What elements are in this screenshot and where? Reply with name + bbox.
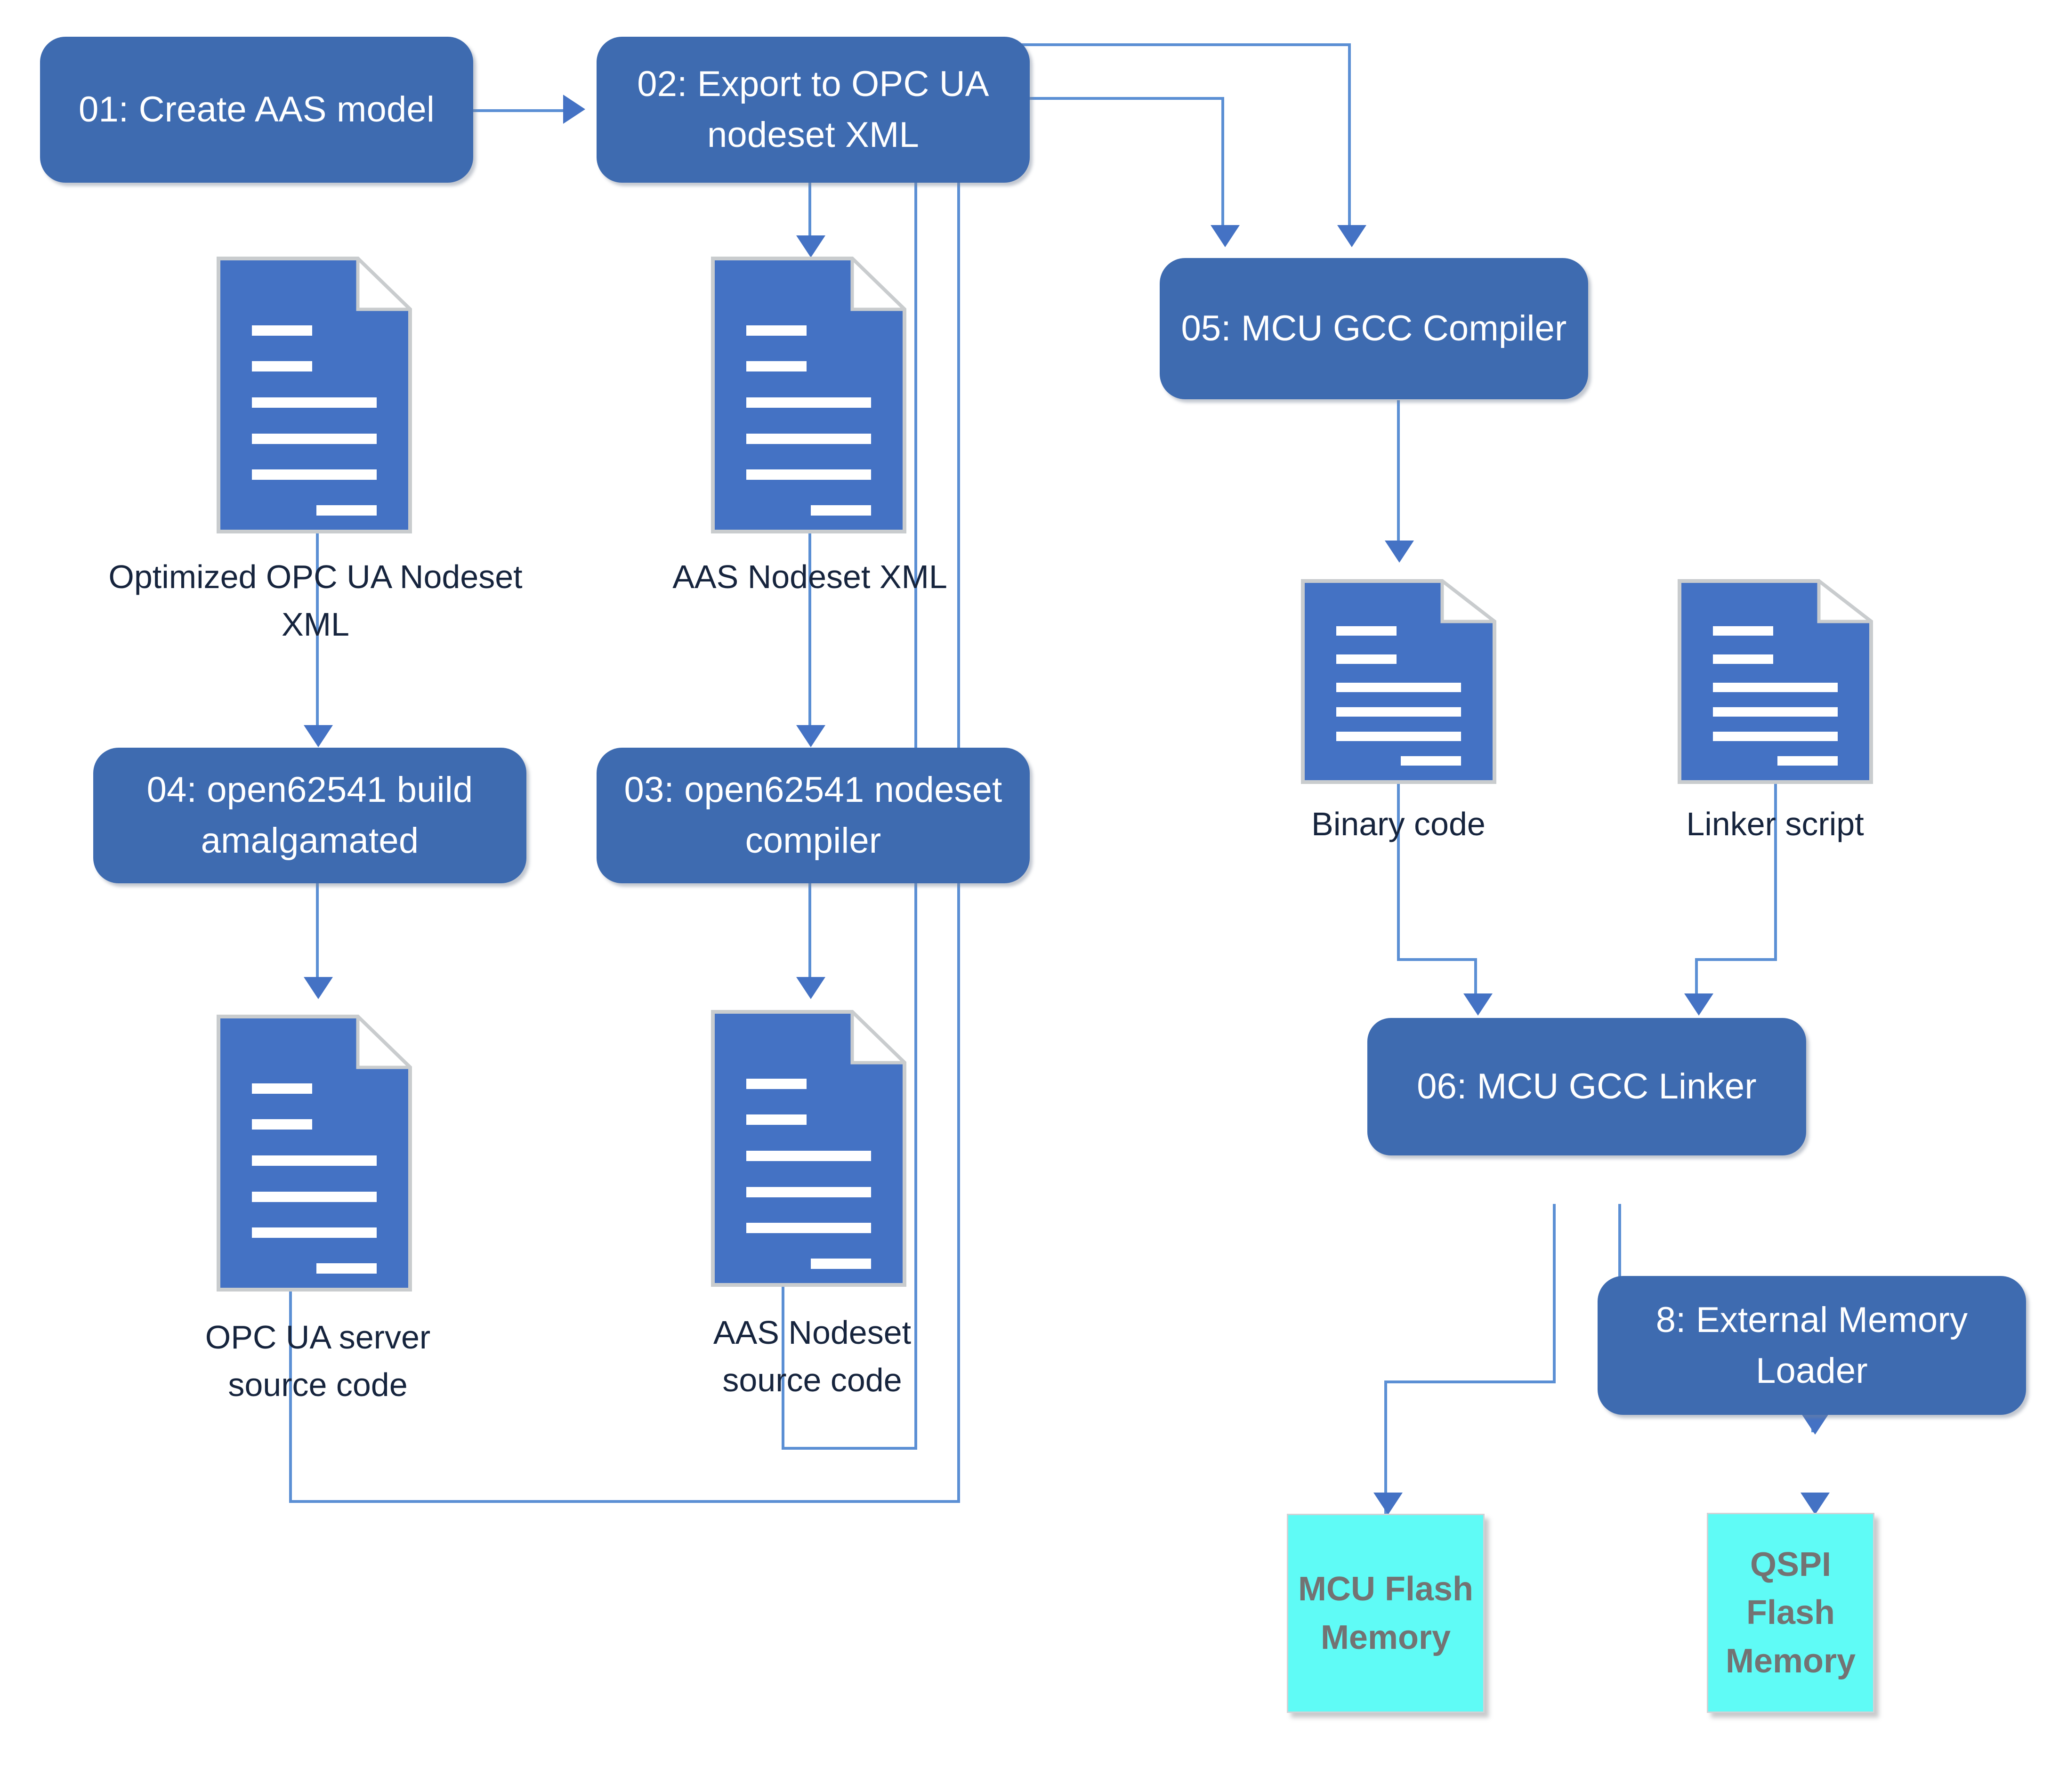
edge-n08-m2-arrowhead	[1801, 1493, 1830, 1515]
document-icon-binary-code	[1301, 579, 1496, 784]
edge-n03-d4-arrowhead	[796, 977, 825, 999]
process-node-03[interactable]: 03: open62541 nodeset compiler	[597, 748, 1030, 883]
document-label-optimized-opcua-nodeset-xml: Optimized OPC UA Nodeset XML	[108, 558, 523, 643]
edge-n04-d3-line	[316, 882, 319, 994]
process-node-05[interactable]: 05: MCU GCC Compiler	[1160, 258, 1588, 399]
process-node-04[interactable]: 04: open62541 build amalgamated	[93, 748, 526, 883]
edge-d4-n05-seg5	[1221, 97, 1224, 236]
edge-d5-n06-seg2	[1397, 958, 1477, 961]
edge-d3-n05-seg2	[289, 1500, 960, 1503]
edge-d4-n05-seg1	[782, 1267, 784, 1449]
process-node-08[interactable]: 8: External Memory Loader	[1598, 1276, 2026, 1415]
edge-d6-n06-seg1	[1774, 783, 1777, 959]
document-label-opcua-server-source-code: OPC UA server source code	[205, 1319, 431, 1403]
edge-d3-n05-seg4	[957, 43, 1351, 46]
edge-d6-n06-seg2	[1695, 958, 1777, 961]
document-label-linker-script: Linker script	[1686, 806, 1864, 842]
edge-d3-n05-seg1	[289, 1271, 292, 1503]
process-node-02[interactable]: 02: Export to OPC UA nodeset XML	[597, 37, 1030, 183]
edge-d1-n04-arrowhead	[304, 725, 333, 747]
edge-n04-d3-arrowhead	[304, 977, 333, 999]
document-label-aas-nodeset-xml: AAS Nodeset XML	[672, 558, 947, 595]
edge-n06-m1-seg1	[1553, 1204, 1556, 1383]
edge-n06-m1-arrowhead	[1373, 1493, 1403, 1515]
process-node-06[interactable]: 06: MCU GCC Linker	[1367, 1018, 1806, 1155]
edge-d1-n04-line	[316, 532, 319, 739]
document-icon-optimized-opcua-nodeset-xml	[217, 257, 412, 533]
edge-n03-d4-line	[808, 882, 811, 994]
process-node-01[interactable]: 01: Create AAS model	[40, 37, 473, 183]
edge-d2-n03-line	[808, 532, 811, 739]
edge-n02-d2-line	[808, 183, 811, 242]
document-label-binary-code: Binary code	[1311, 806, 1486, 842]
document-icon-aas-nodeset-source-code	[711, 1010, 906, 1287]
edge-d4-n05-seg4	[914, 97, 1224, 100]
edge-n01-n02-line	[472, 109, 566, 112]
edge-d6-n06-seg3	[1695, 958, 1698, 1008]
edge-d6-n06-arrowhead	[1684, 993, 1713, 1016]
memory-node-mcu-flash-memory[interactable]: MCU Flash Memory	[1287, 1514, 1485, 1713]
edge-d4-n05-arrowhead	[1211, 225, 1240, 247]
document-icon-linker-script	[1678, 579, 1873, 784]
edge-n02-d2-arrowhead	[796, 235, 825, 258]
edge-d3-n05-arrowhead	[1337, 225, 1366, 247]
edge-d5-n06-seg3	[1474, 958, 1477, 1008]
edge-n06-n08-arrowhead	[1801, 1413, 1830, 1435]
document-label-aas-nodeset-source-code: AAS Nodeset source code	[713, 1314, 912, 1398]
edge-d2-n03-arrowhead	[796, 725, 825, 747]
edge-n05-d5-line	[1397, 400, 1400, 556]
memory-node-qspi-flash-memory[interactable]: QSPI Flash Memory	[1707, 1513, 1874, 1713]
edge-d5-n06-arrowhead	[1463, 993, 1493, 1016]
edge-d4-n05-seg2	[782, 1447, 917, 1450]
edge-n06-m1-seg2	[1384, 1380, 1556, 1383]
edge-d5-n06-seg1	[1397, 783, 1400, 959]
edge-n06-m1-seg3	[1384, 1380, 1387, 1517]
edge-n01-n02-arrowhead	[563, 95, 585, 124]
document-icon-opcua-server-source-code	[217, 1015, 412, 1292]
edge-d3-n05-seg5	[1348, 43, 1351, 236]
edge-n05-d5-arrowhead	[1385, 541, 1414, 563]
document-icon-aas-nodeset-xml	[711, 257, 906, 533]
